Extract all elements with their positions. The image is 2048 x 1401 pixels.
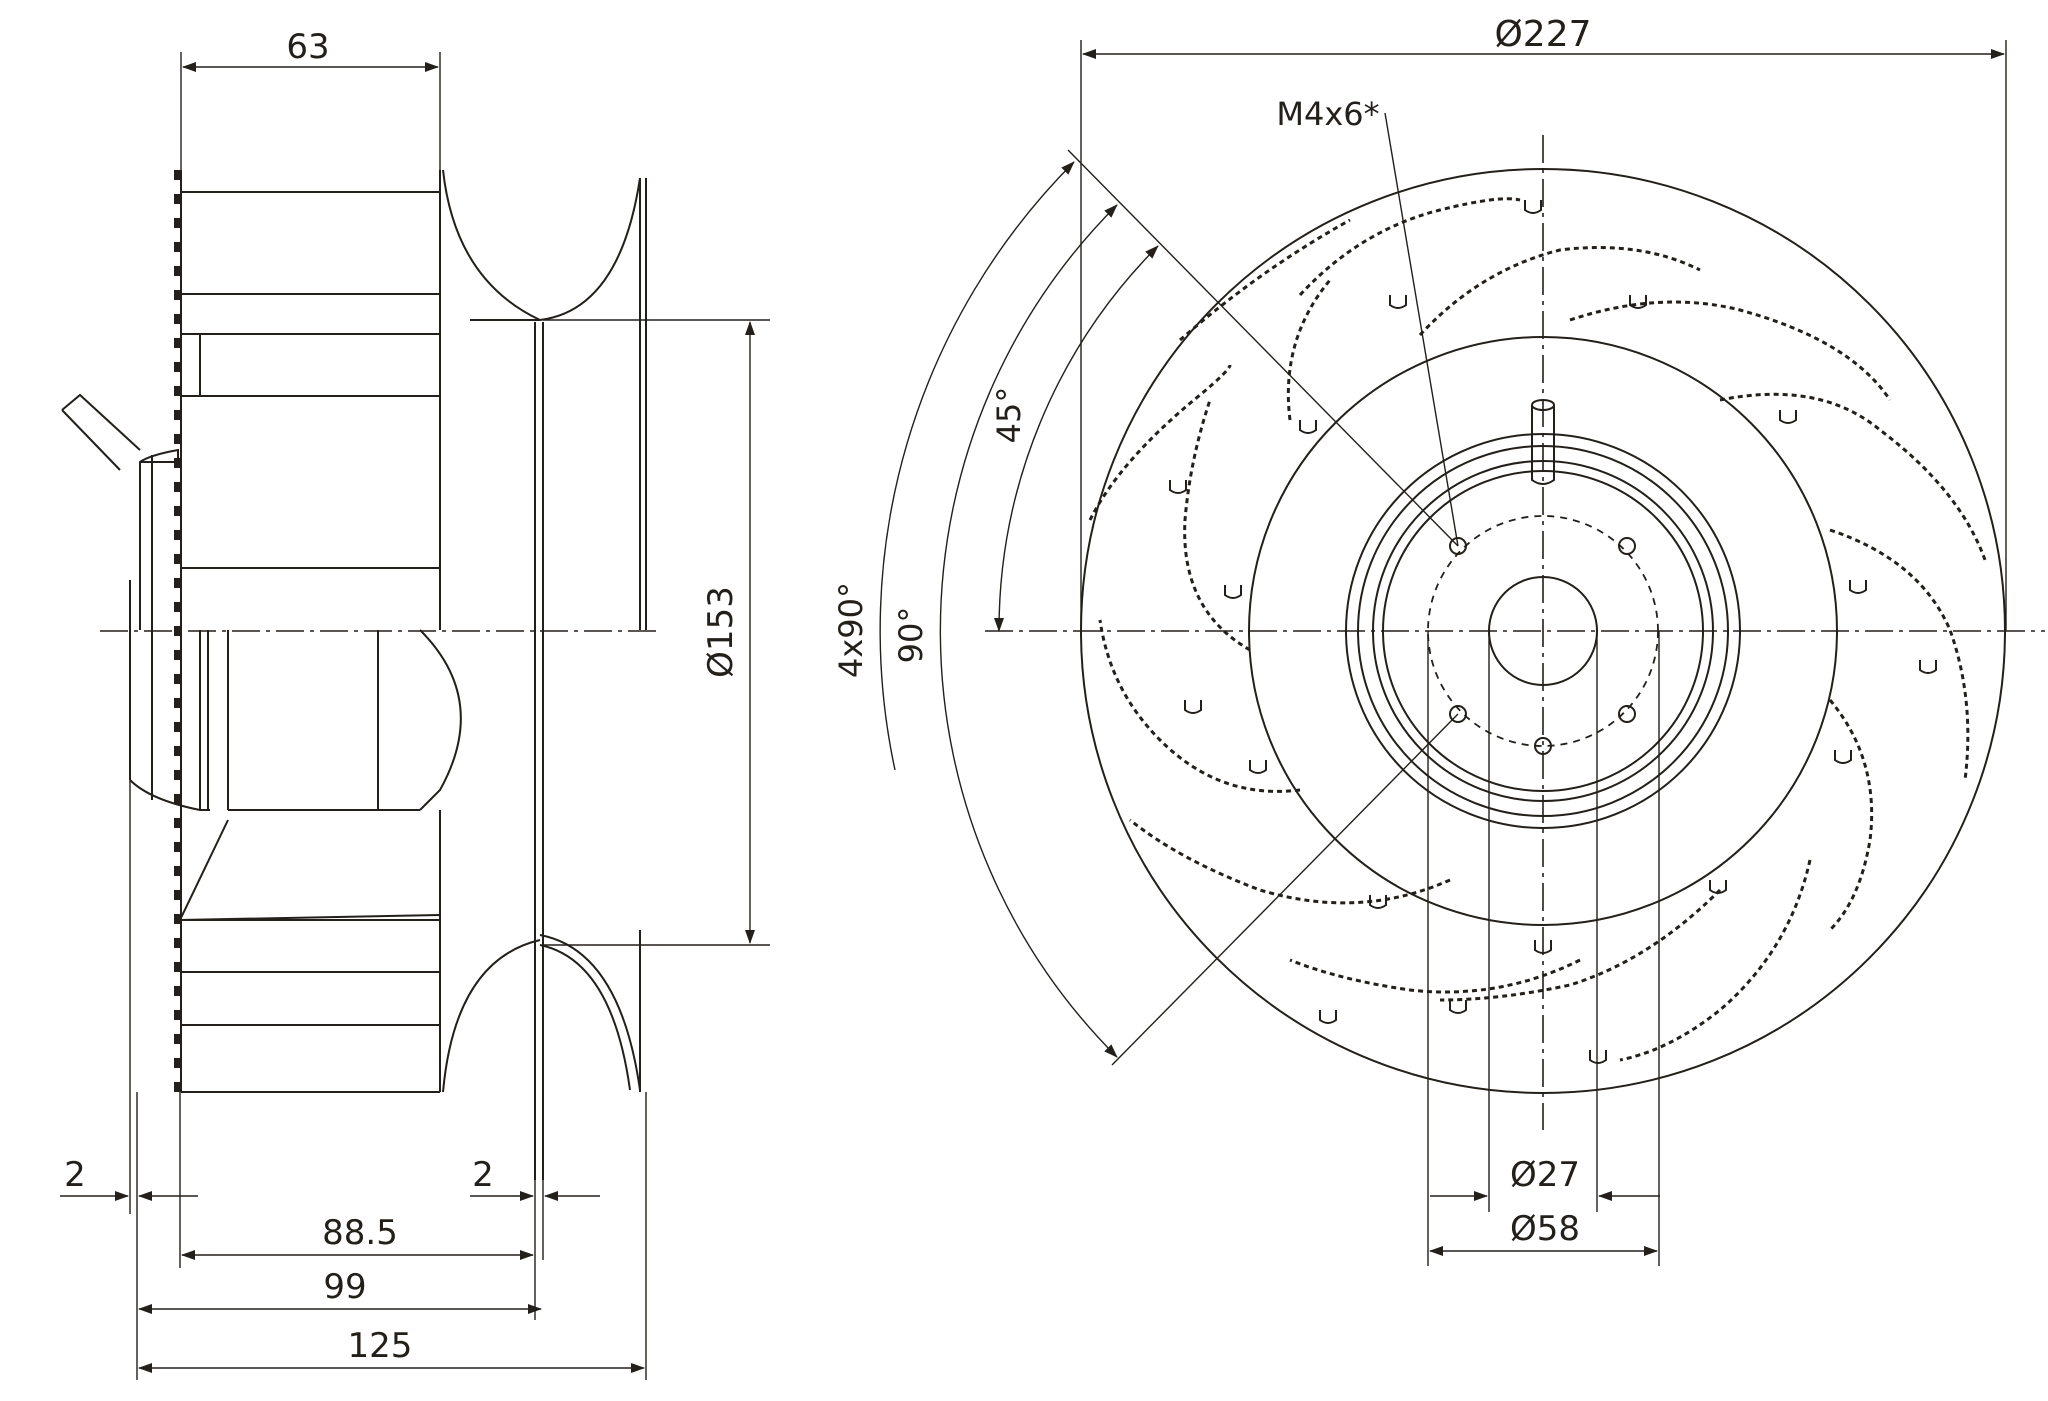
blade xyxy=(1289,958,1581,994)
dim-153-label: Ø153 xyxy=(701,586,741,678)
angle-90-label: 90° xyxy=(892,607,930,664)
inlet-shroud-circle xyxy=(1248,336,1838,926)
angle-90-arc xyxy=(939,204,1118,1058)
dim-58-label: Ø58 xyxy=(1510,1209,1580,1249)
hub-ring-outer xyxy=(1345,433,1741,829)
blade xyxy=(1129,818,1451,905)
angle-4x90-label: 4x90° xyxy=(832,582,870,678)
hub-ring-4 xyxy=(1382,470,1704,792)
blade xyxy=(1829,528,1970,781)
angle-4x90-arc xyxy=(879,161,1075,771)
screw-hole-icon xyxy=(1449,705,1467,723)
balance-pin xyxy=(1531,405,1555,485)
dim-63-label: 63 xyxy=(286,27,329,67)
front-extension-lines xyxy=(1080,40,2007,1266)
upper-blade-block xyxy=(181,169,647,630)
lower-blade-block xyxy=(178,630,641,1180)
blade xyxy=(1828,699,1874,932)
bolt-circle xyxy=(1427,515,1659,747)
side-extension-lines xyxy=(129,52,770,1380)
dim-27-label: Ø27 xyxy=(1510,1155,1580,1195)
screw-leader-line xyxy=(1384,112,1459,547)
front-view: Ø227 M4x6* 45° 90° 4x90° Ø27 Ø58 xyxy=(832,14,2045,1266)
blade xyxy=(1418,246,1701,337)
screw-callout-label: M4x6* xyxy=(1276,95,1379,133)
angle-ray-upper xyxy=(1067,149,1459,547)
dim-2-right-label: 2 xyxy=(472,1155,494,1195)
side-view: 63 Ø153 2 2 88.5 99 125 xyxy=(60,27,770,1380)
blade xyxy=(1183,399,1251,652)
dim-227-label: Ø227 xyxy=(1494,14,1591,55)
angle-45-label: 45° xyxy=(990,387,1028,444)
dim-125-label: 125 xyxy=(348,1326,413,1366)
dim-2-left-label: 2 xyxy=(64,1155,86,1195)
screw-hole-icon xyxy=(1534,737,1552,755)
blade xyxy=(1439,888,1722,1002)
blade xyxy=(1286,279,1332,421)
impeller-blades xyxy=(1088,197,1987,1062)
dim-99-label: 99 xyxy=(323,1267,366,1307)
blade xyxy=(1298,197,1521,297)
balance-pin-top xyxy=(1531,399,1555,411)
blade-tabs xyxy=(1169,200,1937,1064)
blade xyxy=(1719,392,1987,561)
hub-ring-3 xyxy=(1372,460,1714,802)
motor-hub xyxy=(61,393,462,811)
blade xyxy=(1619,859,1812,1062)
blade xyxy=(1179,218,1351,342)
dim-88-5-label: 88.5 xyxy=(322,1213,398,1253)
screw-hole-icon xyxy=(1618,705,1636,723)
screw-holes xyxy=(1449,537,1636,755)
screw-hole-icon xyxy=(1449,537,1467,555)
angle-ray-lower xyxy=(1111,713,1459,1066)
hub-ring-2 xyxy=(1357,445,1729,817)
angle-45-arc xyxy=(993,245,1159,632)
blade xyxy=(1569,300,1892,401)
blade xyxy=(1088,364,1232,521)
screw-hole-icon xyxy=(1618,537,1636,555)
